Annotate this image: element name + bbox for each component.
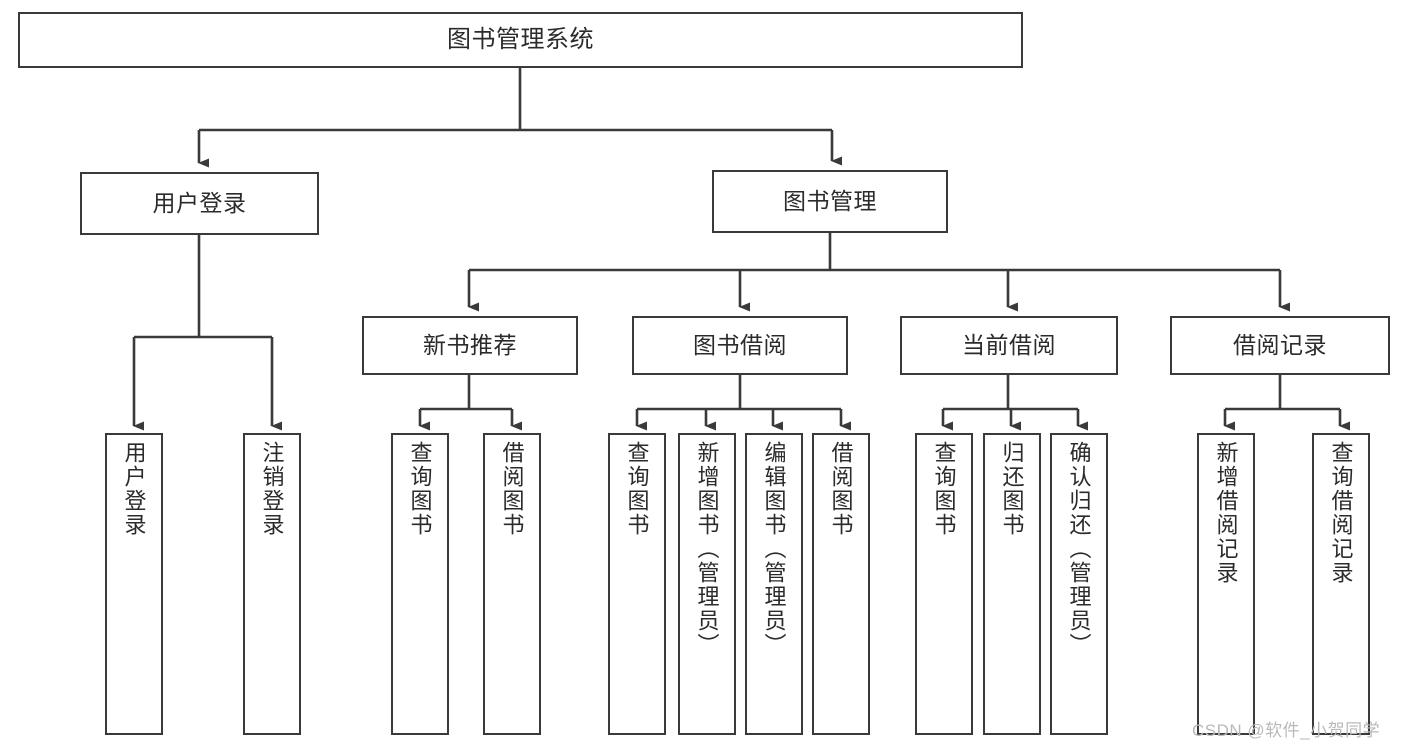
node-new-book-recommend[interactable]: 新书推荐	[362, 316, 578, 375]
node-book-borrow-label: 图书借阅	[693, 331, 787, 358]
node-root-system[interactable]: 图书管理系统	[18, 12, 1023, 68]
node-leaf-new-book-borrow[interactable]: 借阅图书	[483, 433, 541, 735]
node-leaf-book-borrow-lend-label: 借阅图书	[828, 441, 854, 537]
node-leaf-current-borrow-confirm[interactable]: 确认归还（管理员）	[1050, 433, 1108, 735]
node-user-login[interactable]: 用户登录	[80, 172, 319, 235]
node-leaf-new-book-query-label: 查询图书	[407, 441, 433, 537]
node-leaf-user-login-signout-label: 注销登录	[259, 441, 285, 537]
node-leaf-book-borrow-query-label: 查询图书	[624, 441, 650, 537]
csdn-watermark: CSDN @软件_小贺同学	[1192, 721, 1381, 740]
node-leaf-book-borrow-add[interactable]: 新增图书（管理员）	[678, 433, 736, 735]
node-borrow-record[interactable]: 借阅记录	[1170, 316, 1390, 375]
node-leaf-current-borrow-query-label: 查询图书	[931, 441, 957, 537]
node-leaf-book-borrow-lend[interactable]: 借阅图书	[812, 433, 870, 735]
node-leaf-borrow-record-query[interactable]: 查询借阅记录	[1312, 433, 1370, 735]
node-leaf-current-borrow-return-label: 归还图书	[999, 441, 1025, 537]
node-user-login-label: 用户登录	[152, 189, 247, 216]
node-new-book-recommend-label: 新书推荐	[423, 331, 517, 358]
node-leaf-book-borrow-query[interactable]: 查询图书	[608, 433, 666, 735]
node-leaf-book-borrow-add-label: 新增图书（管理员）	[694, 441, 720, 657]
node-book-management-label: 图书管理	[783, 187, 877, 214]
node-leaf-current-borrow-query[interactable]: 查询图书	[915, 433, 973, 735]
node-borrow-record-label: 借阅记录	[1233, 331, 1327, 358]
node-leaf-current-borrow-confirm-label: 确认归还（管理员）	[1066, 441, 1092, 657]
node-leaf-borrow-record-query-label: 查询借阅记录	[1328, 441, 1354, 585]
node-leaf-borrow-record-add-label: 新增借阅记录	[1213, 441, 1239, 585]
node-leaf-new-book-borrow-label: 借阅图书	[499, 441, 525, 537]
node-leaf-user-login-signout[interactable]: 注销登录	[243, 433, 301, 735]
node-book-management[interactable]: 图书管理	[712, 170, 948, 233]
node-leaf-borrow-record-add[interactable]: 新增借阅记录	[1197, 433, 1255, 735]
node-book-borrow[interactable]: 图书借阅	[632, 316, 848, 375]
node-current-borrow[interactable]: 当前借阅	[900, 316, 1118, 375]
node-leaf-user-login-signin-label: 用户登录	[121, 441, 147, 537]
node-leaf-new-book-query[interactable]: 查询图书	[391, 433, 449, 735]
node-leaf-book-borrow-edit[interactable]: 编辑图书（管理员）	[745, 433, 803, 735]
node-leaf-current-borrow-return[interactable]: 归还图书	[983, 433, 1041, 735]
node-current-borrow-label: 当前借阅	[962, 331, 1056, 358]
node-leaf-user-login-signin[interactable]: 用户登录	[105, 433, 163, 735]
node-leaf-book-borrow-edit-label: 编辑图书（管理员）	[761, 441, 787, 657]
node-root-system-label: 图书管理系统	[447, 25, 594, 53]
